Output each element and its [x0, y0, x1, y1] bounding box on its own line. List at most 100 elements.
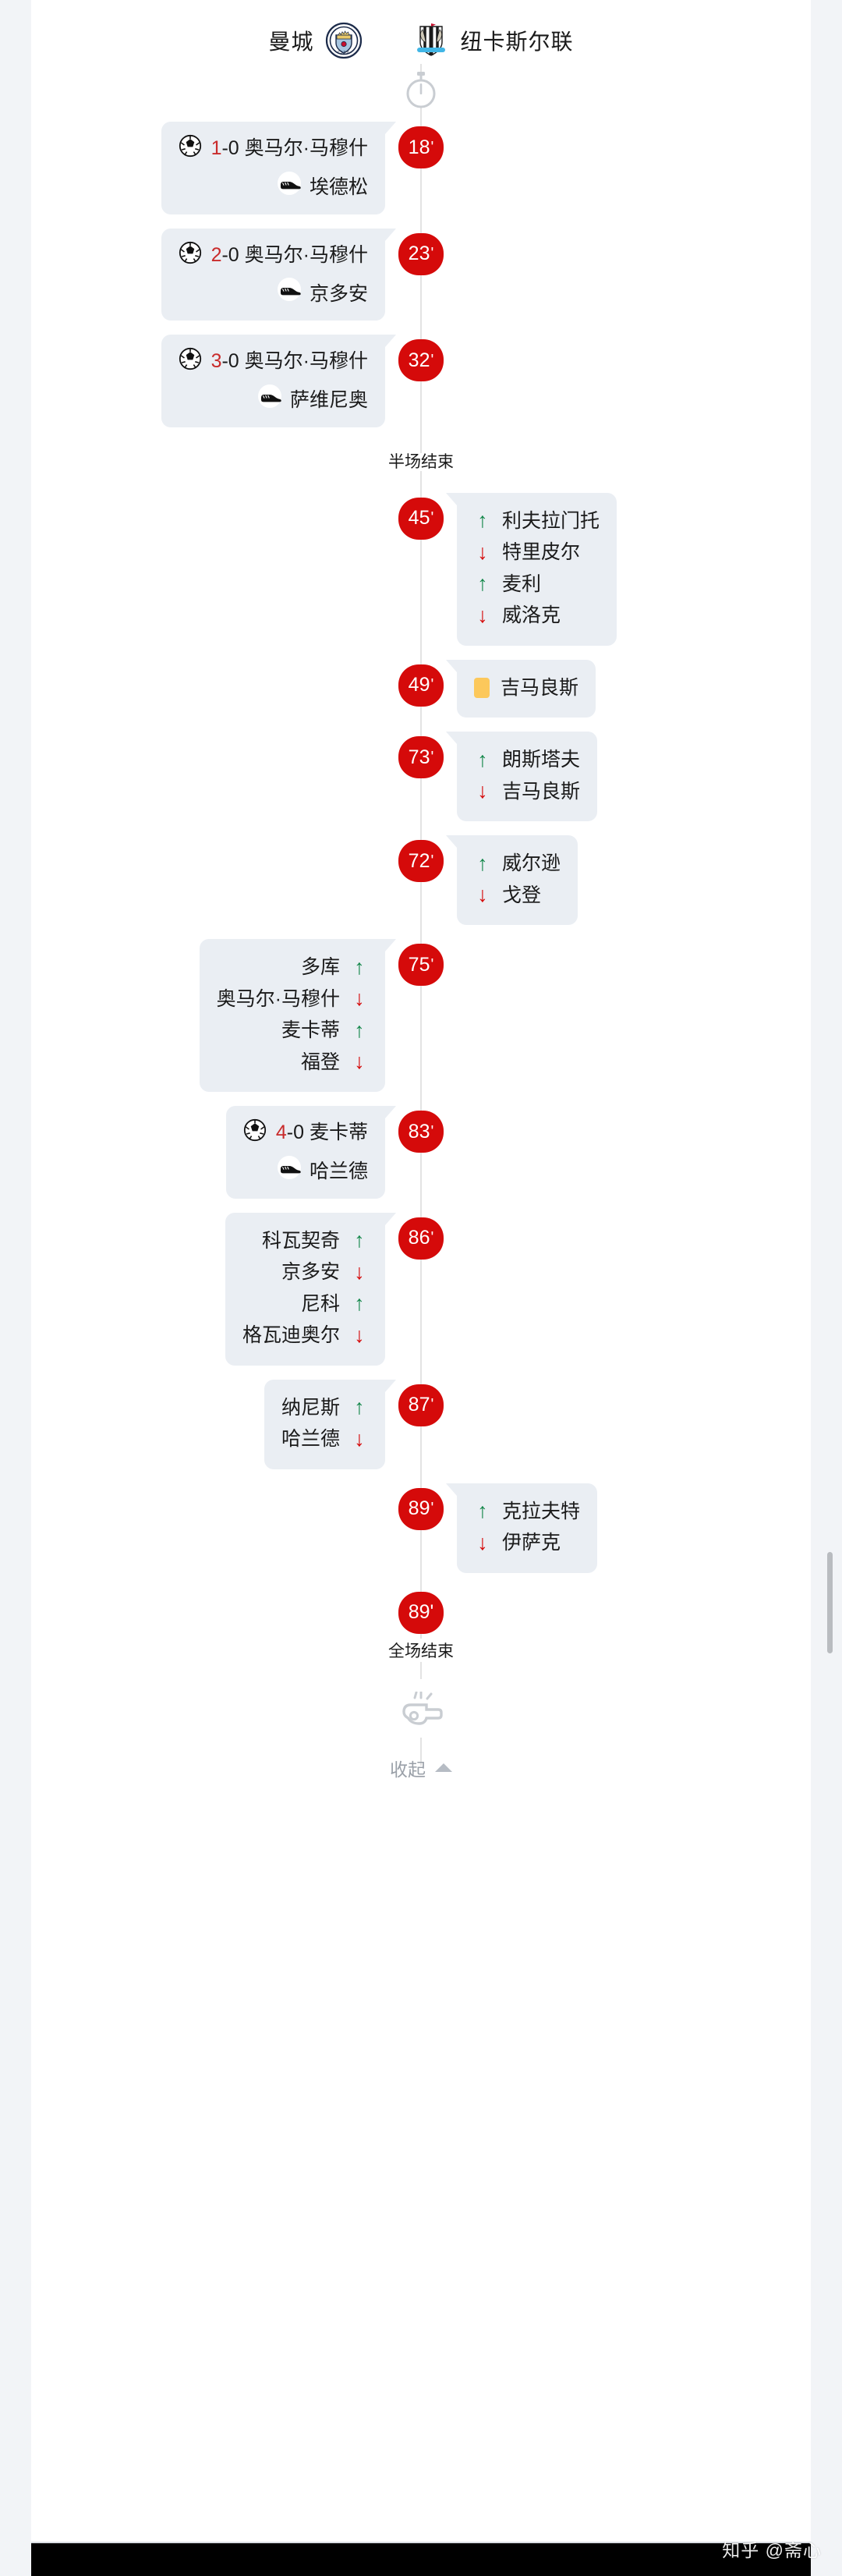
football-icon [179, 347, 202, 380]
page-gutter-right [811, 0, 842, 2576]
substitution-event-card[interactable]: ↑朗斯塔夫↓吉马良斯 [445, 732, 598, 821]
substitution-player-name: 福登 [300, 1051, 340, 1073]
substitution-event-card[interactable]: ↑科瓦契奇 ↓ 京多安 ↑ 尼科 ↓格瓦迪奥尔 [225, 1212, 397, 1366]
card-line: 吉马良斯 [474, 672, 578, 704]
substitution-player-name: 纳尼斯 [281, 1396, 340, 1419]
minute-tick: ' [430, 351, 434, 369]
boot-icon [257, 384, 282, 413]
substitution-event-card[interactable]: ↑威尔逊↓戈登 [445, 835, 578, 925]
home-team[interactable]: 曼城 CITY [268, 22, 362, 59]
home-side-slot: ↑科瓦契奇 ↓ 京多安 ↑ 尼科 ↓格瓦迪奥尔 [31, 1212, 421, 1366]
substitution-event-card[interactable]: ↑克拉夫特↓伊萨克 [445, 1483, 598, 1573]
goal-scorer-text: 4-0 麦卡蒂 [276, 1118, 368, 1148]
scrollbar-thumb[interactable] [827, 1552, 833, 1653]
goal-scorer-name: 奥马尔·马穆什 [244, 243, 368, 266]
boot-icon [277, 1155, 302, 1185]
event-minute-value: 87 [408, 1394, 430, 1416]
sub-out-arrow-icon: ↓ [354, 1050, 365, 1074]
card-event-card[interactable]: 吉马良斯 [445, 659, 596, 718]
goal-scorer-text: 1-0 奥马尔·马穆什 [211, 134, 368, 164]
sub-in-arrow-icon: ↑ [354, 1228, 365, 1253]
substitution-line: ↓ 京多安 [242, 1256, 368, 1288]
goal-event-card[interactable]: 3-0 奥马尔·马穆什萨维尼奥 [161, 335, 397, 427]
event-minute-value: 23 [408, 243, 430, 264]
goal-score: 2-0 [210, 243, 239, 266]
substitution-event-card[interactable]: ↑利夫拉门托↓特里皮尔↑麦利↓威洛克 [445, 492, 617, 646]
sub-in-arrow-icon: ↑ [477, 851, 488, 875]
sub-in-arrow-icon: ↑ [477, 1499, 488, 1523]
substitution-line: ↑科瓦契奇 [242, 1225, 368, 1257]
substitution-player-name: 麦卡蒂 [281, 1019, 340, 1041]
event-minute-badge: 32' [398, 339, 444, 381]
goal-event-card[interactable]: 2-0 奥马尔·马穆什京多安 [161, 228, 397, 321]
timeline-row: 72'↑威尔逊↓戈登 [31, 835, 811, 925]
card-player-name: 吉马良斯 [501, 676, 579, 699]
home-side-slot: 4-0 麦卡蒂哈兰德 [31, 1106, 421, 1199]
substitution-line: ↑克拉夫特 [474, 1496, 580, 1528]
goal-scorer-text: 2-0 奥马尔·马穆什 [211, 241, 368, 271]
goal-assist-line: 埃德松 [179, 171, 368, 200]
home-team-name: 曼城 [268, 30, 314, 54]
goal-event-card[interactable]: 4-0 麦卡蒂哈兰德 [225, 1106, 397, 1199]
sub-in-arrow-icon: ↑ [354, 1018, 365, 1042]
goal-assist-name: 哈兰德 [309, 1160, 368, 1182]
sub-out-arrow-icon: ↓ [477, 883, 488, 907]
substitution-line: ↓ 福登 [217, 1047, 368, 1079]
manchester-city-crest-icon: CITY [325, 22, 363, 59]
minute-tick: ' [430, 1500, 434, 1517]
goal-assist-name: 埃德松 [309, 176, 368, 198]
substitution-player-name: 戈登 [502, 884, 542, 906]
goal-assist-name: 萨维尼奥 [289, 389, 368, 411]
home-side-slot: ↑多库↓奥马尔·马穆什↑麦卡蒂↓福登 [31, 939, 421, 1092]
substitution-player-name: 京多安 [281, 1261, 340, 1283]
event-minute-value: 18 [408, 136, 430, 158]
substitution-event-card[interactable]: ↑多库↓奥马尔·马穆什↑麦卡蒂↓福登 [199, 939, 397, 1092]
event-minute-badge: 49' [398, 664, 444, 707]
page-scrollbar[interactable] [827, 0, 837, 2576]
substitution-player-name: 吉马良斯 [502, 780, 581, 803]
home-side-slot: 3-0 奥马尔·马穆什萨维尼奥 [31, 335, 421, 427]
goal-assist-name: 京多安 [309, 282, 368, 305]
chevron-up-icon [435, 1763, 452, 1772]
goal-event-card[interactable]: 1-0 奥马尔·马穆什埃德松 [161, 122, 397, 214]
substitution-player-name: 哈兰德 [281, 1428, 340, 1450]
zhihu-watermark: 知乎 @斋心 [722, 2540, 822, 2560]
substitution-line: ↑多库 [217, 951, 368, 983]
event-minute-badge: 18' [398, 126, 444, 168]
away-team[interactable]: 纽卡斯尔联 [412, 22, 574, 59]
kickoff-stopwatch-icon [31, 64, 811, 122]
fulltime-label: 全场结束 [380, 1638, 462, 1662]
goal-assist-line: 哈兰德 [243, 1155, 368, 1185]
goal-scorer-line: 1-0 奥马尔·马穆什 [179, 134, 368, 167]
page-gutter-left [0, 0, 31, 2576]
substitution-player-name: 伊萨克 [502, 1532, 561, 1554]
goal-assist-line: 萨维尼奥 [179, 384, 368, 413]
substitution-player-name: 尼科 [300, 1292, 340, 1315]
sub-out-arrow-icon: ↓ [354, 1260, 365, 1284]
sub-out-arrow-icon: ↓ [477, 540, 488, 564]
substitution-line: ↑ 麦卡蒂 [217, 1015, 368, 1047]
event-minute-value: 75 [408, 953, 430, 976]
minute-tick: ' [430, 1122, 434, 1140]
away-side-slot: 吉马良斯 [421, 659, 811, 718]
fulltime-minute-value: 89 [408, 1601, 430, 1623]
event-minute-badge: 45' [398, 497, 444, 540]
home-side-slot: ↑纳尼斯↓哈兰德 [31, 1379, 421, 1469]
substitution-line: ↓格瓦迪奥尔 [242, 1320, 368, 1352]
fulltime-minute-badge: 89' [398, 1591, 444, 1634]
away-side-slot: ↑威尔逊↓戈登 [421, 835, 811, 925]
substitution-line: ↓吉马良斯 [474, 776, 580, 808]
goal-scorer-name: 奥马尔·马穆什 [244, 350, 368, 372]
substitution-event-card[interactable]: ↑纳尼斯↓哈兰德 [264, 1379, 397, 1469]
collapse-button[interactable]: 收起 [390, 1755, 452, 1781]
page-content: 曼城 CITY 纽卡斯尔联 [31, 0, 811, 2576]
event-minute-value: 32 [408, 349, 430, 371]
minute-tick: ' [430, 748, 434, 766]
minute-tick: ' [430, 852, 434, 870]
sub-in-arrow-icon: ↑ [354, 1395, 365, 1419]
event-minute-value: 49 [408, 674, 430, 696]
